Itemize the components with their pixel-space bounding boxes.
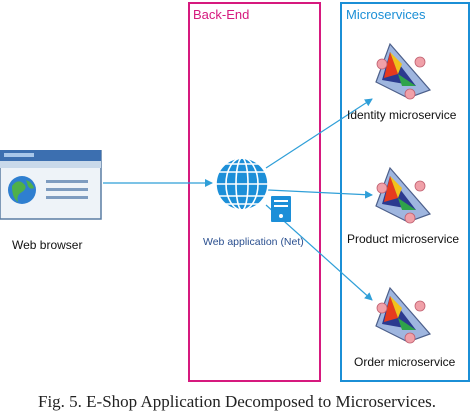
microservice-icon [372, 166, 434, 226]
web-browser-label: Web browser [12, 238, 83, 252]
server-icon [271, 196, 291, 222]
microservice-icon [372, 42, 434, 102]
service-label-product: Product microservice [347, 232, 460, 246]
service-label-order: Order microservice [354, 355, 456, 369]
globe-icon [214, 156, 270, 212]
arrow-webapp-to-product [267, 189, 373, 199]
service-label-identity: Identity microservice [347, 108, 457, 122]
microservice-icon [372, 286, 434, 346]
microservices-title: Microservices [346, 7, 426, 22]
web-browser-icon [0, 149, 102, 220]
microservices-container [340, 2, 470, 382]
arrow-webapp-to-identity [265, 98, 373, 169]
figure-caption: Fig. 5. E-Shop Application Decomposed to… [37, 392, 437, 411]
web-app-label: Web application (Net) [203, 236, 304, 248]
backend-title: Back-End [193, 7, 250, 22]
